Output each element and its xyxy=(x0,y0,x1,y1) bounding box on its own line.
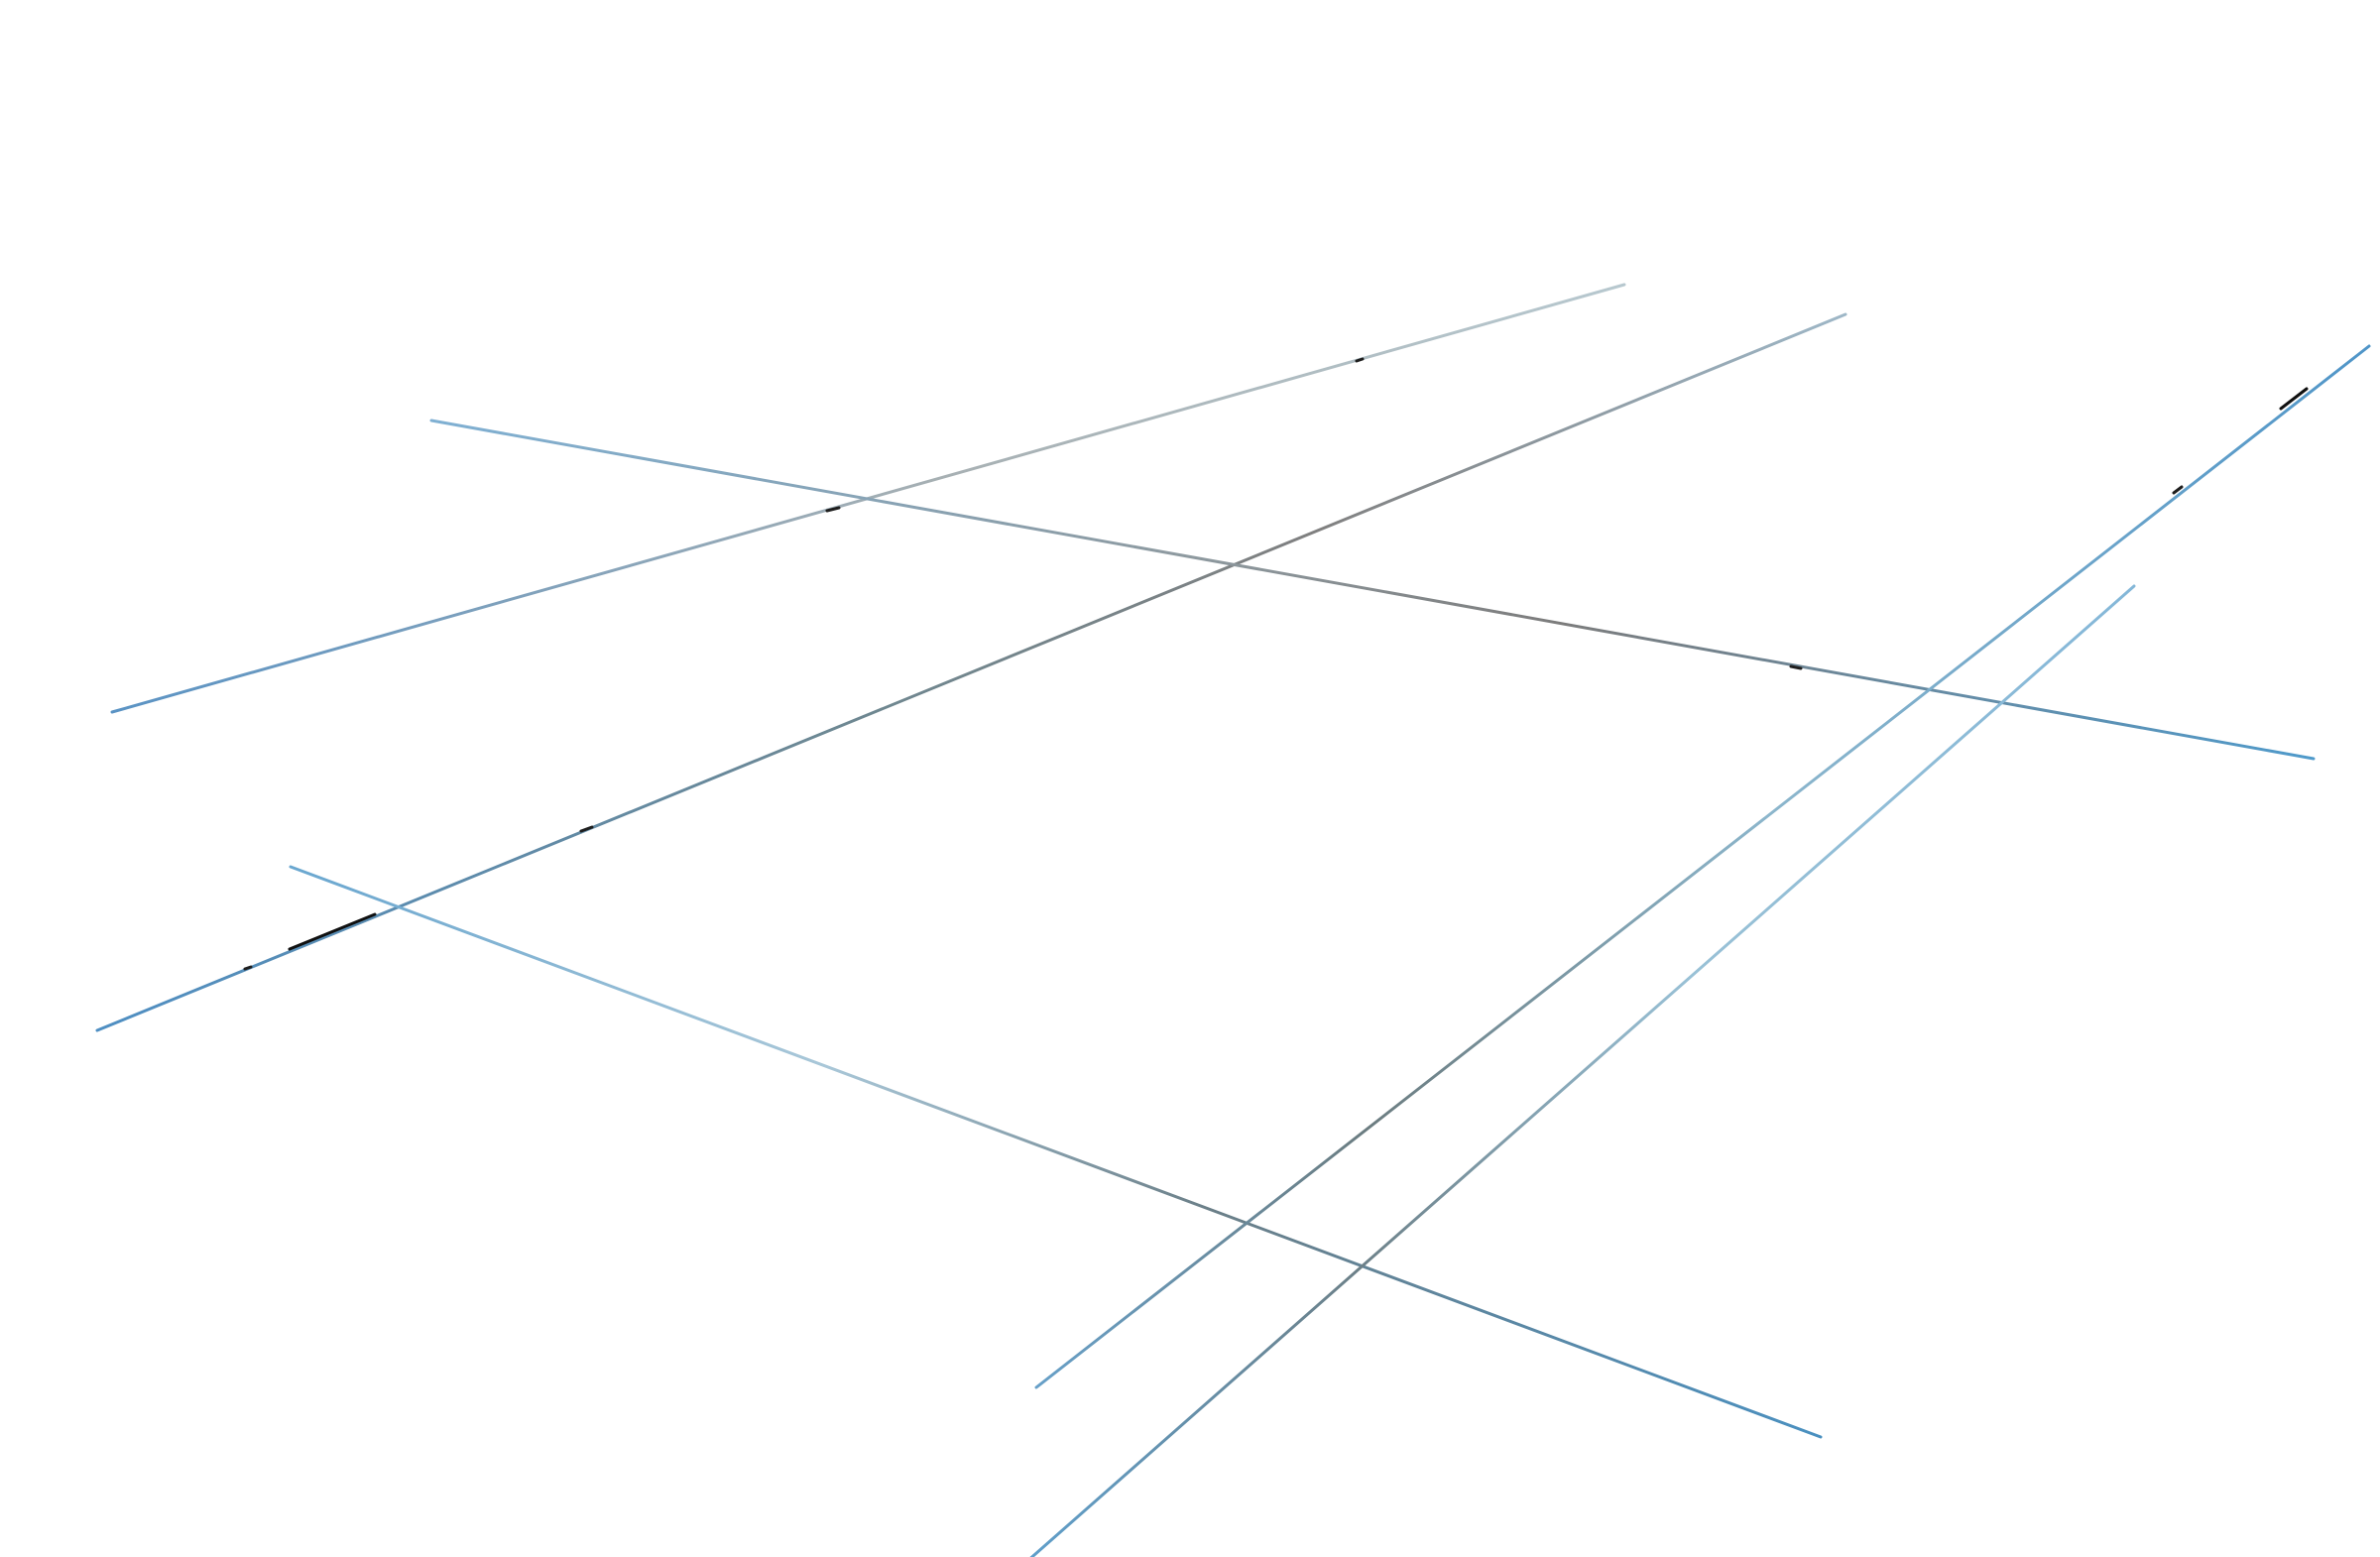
right-lower-diagonal-line xyxy=(1029,584,2136,1557)
pencil-mark xyxy=(825,506,841,513)
pencil-mark xyxy=(288,912,377,951)
pencil-marks xyxy=(243,357,2309,971)
pencil-mark xyxy=(1789,664,1803,670)
pencil-mark xyxy=(2172,485,2184,495)
right-upper-diagonal-line xyxy=(1034,344,2371,1389)
long-diagonal-line xyxy=(95,312,1847,1032)
lower-crossing-line xyxy=(289,865,1823,1439)
pencil-mark xyxy=(1355,357,1365,363)
upper-crossing-line xyxy=(429,419,2316,761)
pencil-mark xyxy=(579,825,594,833)
pencil-mark xyxy=(2279,387,2309,411)
pencil-mark xyxy=(243,965,253,971)
